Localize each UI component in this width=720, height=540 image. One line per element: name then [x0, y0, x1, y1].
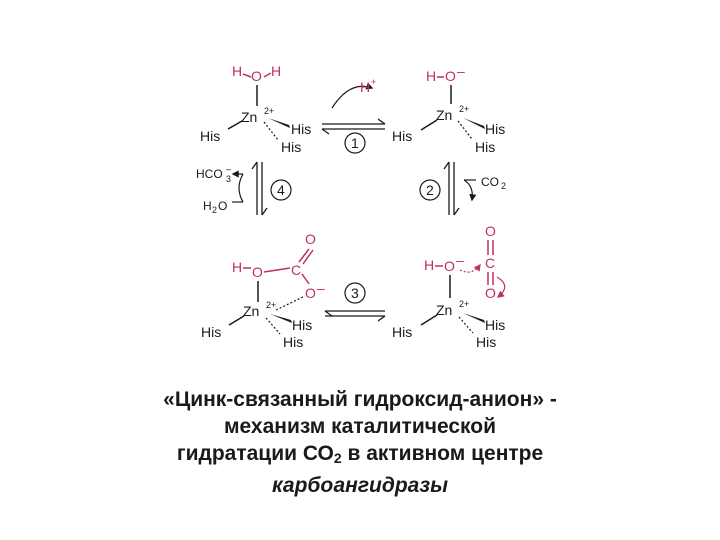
charge-minus: –: [457, 63, 465, 79]
atom-o: O: [444, 258, 455, 274]
complex-zn-hydroxide-co2: O C O H O – Zn 2+ His His His: [392, 223, 506, 350]
his-ligand: His: [392, 324, 412, 340]
co2-label: CO: [481, 175, 499, 189]
zinc-charge: 2+: [266, 300, 276, 310]
bicarbonate-charge: –: [226, 164, 231, 174]
his-ligand: His: [392, 128, 412, 144]
step-number: 2: [426, 182, 434, 198]
step-number: 4: [277, 182, 285, 198]
zinc-charge: 2+: [459, 299, 469, 309]
atom-o: O: [305, 231, 316, 247]
complex-zn-hydroxide: H O – Zn 2+ His His His: [392, 63, 505, 155]
his-ligand: His: [281, 139, 301, 155]
water-sub: 2: [212, 205, 217, 215]
proton-charge: +: [371, 77, 376, 87]
atom-o: O: [252, 264, 263, 280]
charge-minus: –: [456, 252, 464, 268]
caption-line-2: механизм каталитической: [223, 415, 496, 438]
zinc-charge: 2+: [459, 104, 469, 114]
bicarbonate-sub: 3: [226, 174, 231, 184]
step-number: 1: [351, 135, 359, 151]
his-ligand: His: [476, 334, 496, 350]
zinc-ion: Zn: [243, 303, 259, 319]
step-3-equilibrium: 3: [324, 282, 386, 322]
caption-line-3: гидратации СО2 в активном центре: [0, 440, 720, 472]
co2-sub: 2: [501, 181, 506, 191]
caption-line-3-sub: 2: [333, 450, 342, 466]
his-ligand: His: [200, 128, 220, 144]
his-ligand: His: [283, 334, 303, 350]
atom-o: O: [485, 285, 496, 301]
charge-minus: –: [317, 280, 325, 296]
bicarbonate-label: HCO: [196, 167, 223, 181]
zinc-ion: Zn: [241, 109, 257, 125]
caption: «Цинк-связанный гидроксид-анион» - механ…: [0, 386, 720, 499]
his-ligand: His: [292, 317, 312, 333]
water-o: O: [218, 199, 227, 213]
atom-o: O: [445, 68, 456, 84]
atom-h: H: [232, 63, 242, 79]
his-ligand: His: [475, 139, 495, 155]
complex-zn-bicarbonate: O C O – H O Zn 2+ His His His: [201, 231, 325, 350]
water-h: H: [203, 199, 212, 213]
caption-line-1: «Цинк-связанный гидроксид-анион» -: [163, 388, 557, 411]
atom-o: O: [305, 285, 316, 301]
his-ligand: His: [201, 324, 221, 340]
atom-h: H: [271, 63, 281, 79]
his-ligand: His: [485, 121, 505, 137]
zinc-ion: Zn: [436, 107, 452, 123]
atom-o: O: [485, 223, 496, 239]
atom-c: C: [291, 262, 301, 278]
zinc-ion: Zn: [436, 302, 452, 318]
atom-h: H: [424, 257, 434, 273]
proton-label: H: [360, 79, 370, 95]
zinc-charge: 2+: [264, 106, 274, 116]
atom-h: H: [426, 68, 436, 84]
his-ligand: His: [485, 317, 505, 333]
caption-line-4: карбоангидразы: [271, 474, 449, 497]
step-number: 3: [351, 285, 359, 301]
step-1-equilibrium: H + 1: [321, 77, 386, 154]
atom-o: O: [251, 68, 262, 84]
atom-c: C: [485, 255, 495, 271]
caption-line-3-pre: гидратации СО: [176, 442, 334, 465]
caption-line-3-post: в активном центре: [341, 442, 544, 465]
atom-h: H: [232, 259, 242, 275]
his-ligand: His: [291, 121, 311, 137]
step-4-equilibrium: HCO 3 – H 2 O 4: [196, 161, 292, 216]
step-2-equilibrium: CO 2 2: [419, 161, 506, 216]
complex-zn-water: H O H Zn 2+ His His His: [200, 63, 311, 155]
